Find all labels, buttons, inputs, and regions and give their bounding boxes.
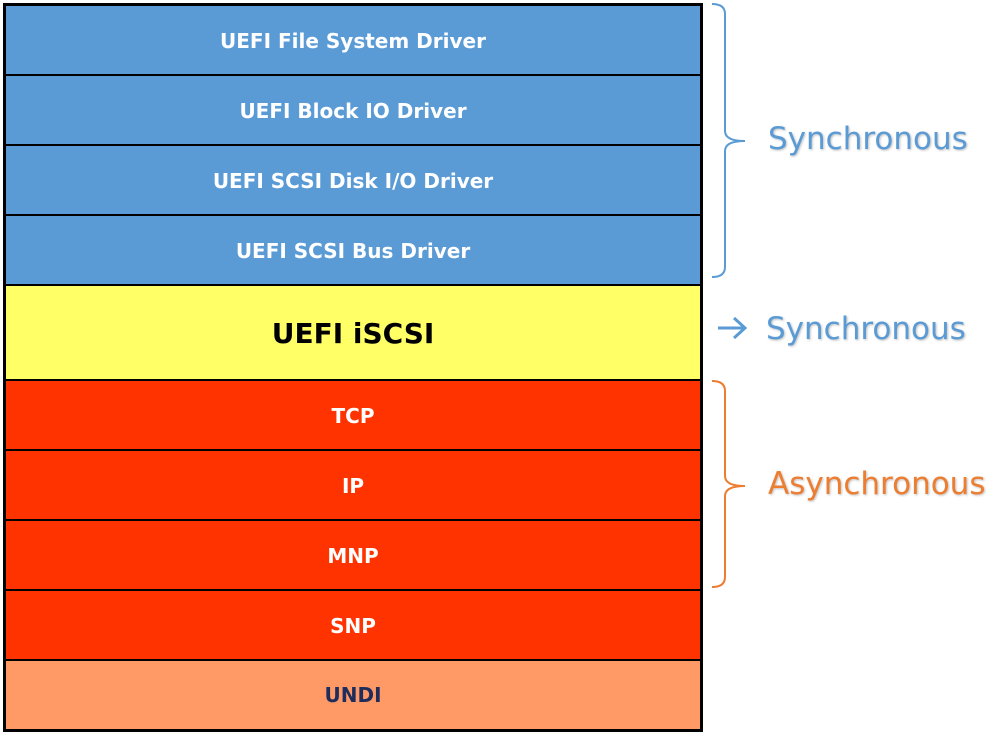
layer-uefi-scsi-disk-io-driver: UEFI SCSI Disk I/O Driver [6,144,700,216]
upper-synchronous-label: Synchronous [768,121,968,157]
layer-mnp: MNP [6,519,700,591]
lower-asynchronous-label: Asynchronous [768,466,986,502]
layer-uefi-scsi-bus-driver: UEFI SCSI Bus Driver [6,214,700,286]
layer-label: UEFI Block IO Driver [239,99,467,123]
layer-snp: SNP [6,589,700,661]
layer-uefi-block-io-driver: UEFI Block IO Driver [6,74,700,146]
layer-label: UEFI SCSI Bus Driver [235,239,471,263]
layer-ip: IP [6,449,700,521]
upper-brace-icon [711,3,746,278]
layer-label: SNP [330,614,376,638]
protocol-stack: UEFI File System Driver UEFI Block IO Dr… [3,3,703,732]
layer-label: UEFI SCSI Disk I/O Driver [212,169,494,193]
layer-label: UNDI [324,683,382,707]
iscsi-synchronous-label: Synchronous [766,311,966,347]
lower-brace-icon [711,380,746,588]
layer-tcp: TCP [6,379,700,451]
layer-uefi-iscsi: UEFI iSCSI [6,284,700,381]
layer-label: TCP [331,404,375,428]
layer-undi: UNDI [6,659,700,729]
layer-label: MNP [327,544,379,568]
layer-uefi-file-system-driver: UEFI File System Driver [6,6,700,76]
layer-label: IP [341,474,365,498]
layer-label: UEFI iSCSI [271,317,435,350]
layer-label: UEFI File System Driver [220,29,486,53]
